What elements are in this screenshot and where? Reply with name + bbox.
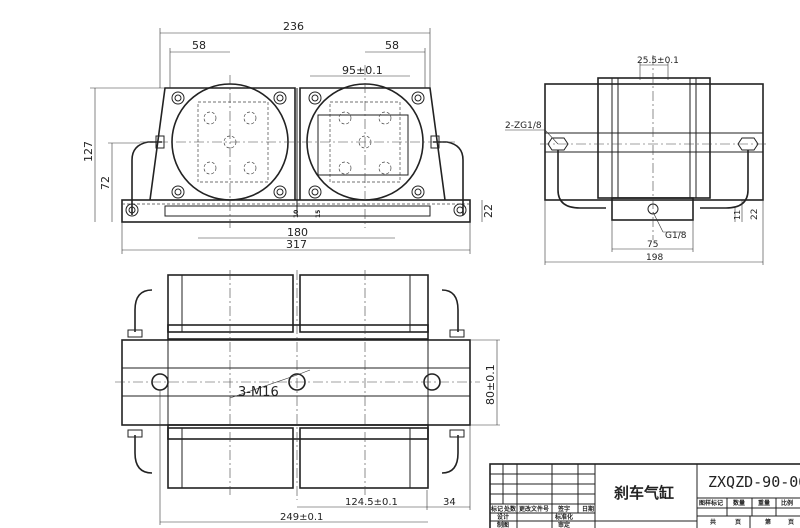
col-sign: 签字 <box>557 505 570 513</box>
dim-317: 317 <box>286 238 307 251</box>
col-quantity: 数量 <box>733 499 745 507</box>
dim-180: 180 <box>287 226 308 239</box>
dim-10: 10 <box>293 210 300 218</box>
dim-58-right: 58 <box>385 39 399 52</box>
row-approve: 审定 <box>558 521 570 528</box>
title-block: 标记 处数 更改文件号 签字 日期 设计 标准化 制图 审定 刹车气缸 ZXQZ… <box>489 463 800 528</box>
page-label: 页 <box>735 518 741 526</box>
top-pipe-tr <box>441 289 459 332</box>
mounting-plate-outline <box>317 114 409 176</box>
dim-75: 75 <box>647 240 658 250</box>
bolt-holes <box>171 91 425 199</box>
col-weight: 重量 <box>758 499 770 507</box>
base-plate <box>121 199 471 223</box>
col-count: 处数 <box>503 505 517 513</box>
pivot-right <box>453 203 467 217</box>
dim-95: 95±0.1 <box>342 64 383 77</box>
cylinder-block <box>167 274 294 333</box>
port-label: 2-ZG1/8 <box>505 121 542 131</box>
inlet-label: G1/8 <box>665 231 687 241</box>
dim-198: 198 <box>646 253 663 263</box>
part-name: 刹车气缸 <box>614 484 674 502</box>
cylinder-block <box>167 427 294 489</box>
row-draw: 制图 <box>497 521 509 528</box>
col-date: 日期 <box>582 505 594 513</box>
dim-124-5: 124.5±0.1 <box>345 497 398 508</box>
cylinder-block <box>299 427 429 489</box>
row-design: 设计 <box>497 513 509 521</box>
dim-80: 80±0.1 <box>484 364 497 405</box>
top-pipe-bl <box>134 435 153 474</box>
cylinder-block <box>299 274 429 333</box>
dim-22-front: 22 <box>482 204 495 218</box>
pivot-left <box>125 203 139 217</box>
dim-25-5: 25.5±0.1 <box>637 56 679 66</box>
col-scale: 比例 <box>781 499 793 507</box>
top-bar <box>121 339 471 426</box>
dim-72: 72 <box>99 176 112 190</box>
side-body <box>544 83 764 201</box>
top-view: 3-M16 80±0.1 124.5±0.1 34 249±0.1 <box>115 270 500 525</box>
clamp-strip <box>167 424 429 440</box>
top-pipe-tl <box>134 289 153 332</box>
bolt-label: 3-M16 <box>238 385 279 400</box>
dim-34: 34 <box>443 497 456 508</box>
side-pipe-right <box>700 150 749 209</box>
dim-22-side: 22 <box>750 209 760 220</box>
page-label-2: 页 <box>788 518 794 526</box>
dim-249: 249±0.1 <box>280 512 323 523</box>
dim-11: 11 <box>733 210 742 220</box>
drawing-number: ZXQZD-90-00 <box>708 473 800 491</box>
dim-15: 15 <box>315 210 322 218</box>
dim-127: 127 <box>82 141 95 162</box>
side-view: 25.5±0.1 2-ZG1/8 G1/8 75 198 22 11 <box>505 55 768 265</box>
side-cylinder <box>597 77 711 199</box>
col-drawing-mark: 图样标记 <box>699 499 723 507</box>
clamp-strip <box>167 324 429 340</box>
col-change-doc: 更改文件号 <box>519 505 549 513</box>
sheet-label: 第 <box>764 518 771 526</box>
total-label: 共 <box>710 518 716 526</box>
side-pipe-left <box>557 150 606 209</box>
col-mark: 标记 <box>490 505 503 513</box>
front-view: 236 58 58 95±0.1 127 72 10 15 180 317 22 <box>82 20 495 254</box>
side-base-block <box>611 197 694 221</box>
row-standard: 标准化 <box>554 513 573 521</box>
top-pipe-br <box>441 435 459 474</box>
dim-58-left: 58 <box>192 39 206 52</box>
dim-236: 236 <box>283 20 304 33</box>
